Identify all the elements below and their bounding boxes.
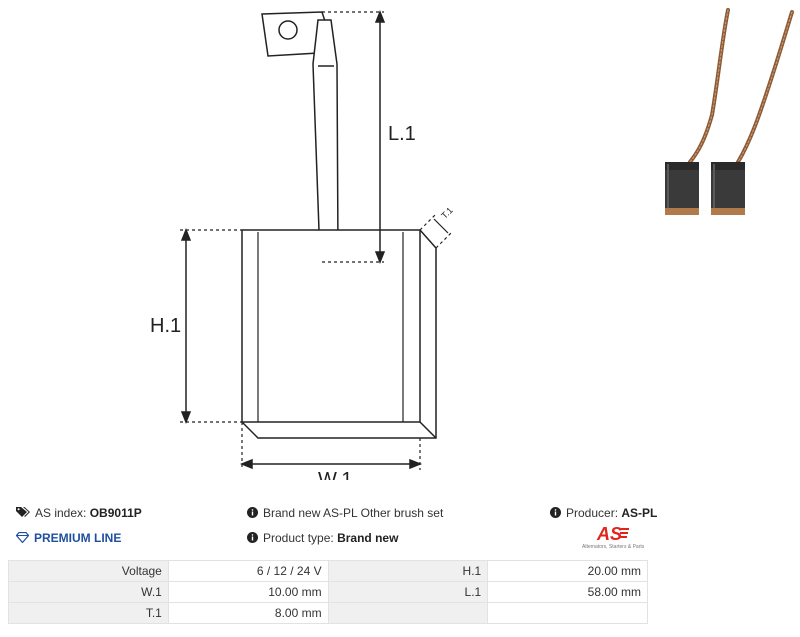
brush-right bbox=[711, 162, 745, 215]
specifications-table: Voltage 6 / 12 / 24 V H.1 20.00 mm W.1 1… bbox=[8, 560, 648, 624]
spec-value: 8.00 mm bbox=[167, 602, 329, 624]
spec-label: Voltage bbox=[8, 560, 169, 582]
table-row: Voltage 6 / 12 / 24 V H.1 20.00 mm bbox=[8, 560, 648, 582]
logo-tagline: Alternators, Starters & Parts bbox=[582, 544, 645, 550]
spec-label: T.1 bbox=[8, 602, 169, 624]
svg-text:AS: AS bbox=[596, 524, 622, 544]
spec-value bbox=[487, 602, 648, 624]
spec-label: H.1 bbox=[327, 560, 489, 582]
dimension-label-h1: H.1 bbox=[150, 315, 181, 337]
brush-left bbox=[665, 162, 699, 215]
table-row: W.1 10.00 mm L.1 58.00 mm bbox=[8, 581, 648, 603]
diamond-icon bbox=[15, 531, 30, 546]
lead-wire bbox=[312, 19, 339, 261]
dimension-label-l1: L.1 bbox=[388, 123, 416, 145]
product-type-label: Product type: bbox=[263, 531, 334, 545]
premium-line-label: PREMIUM LINE bbox=[34, 531, 122, 545]
product-type-value: Brand new bbox=[337, 531, 399, 545]
product-photo bbox=[665, 8, 794, 215]
spec-label: W.1 bbox=[8, 581, 169, 603]
producer-value: AS-PL bbox=[621, 506, 658, 520]
dimension-label-w1: W.1 bbox=[318, 469, 352, 480]
dimension-label-t1: T.1 bbox=[439, 205, 455, 221]
as-pl-logo: AS bbox=[596, 524, 629, 544]
producer: Producer: AS-PL bbox=[550, 506, 657, 521]
spec-value: 10.00 mm bbox=[167, 581, 329, 603]
premium-line-badge: PREMIUM LINE bbox=[15, 531, 122, 546]
description-text: Brand new AS-PL Other brush set bbox=[263, 506, 444, 520]
info-icon bbox=[550, 506, 561, 521]
tags-icon bbox=[16, 506, 30, 521]
product-description: Brand new AS-PL Other brush set bbox=[247, 506, 443, 521]
info-icon bbox=[247, 531, 258, 546]
spec-value: 6 / 12 / 24 V bbox=[167, 560, 329, 582]
spec-label: L.1 bbox=[327, 581, 489, 603]
info-icon bbox=[247, 506, 258, 521]
spec-value: 58.00 mm bbox=[487, 581, 648, 603]
as-index-value: OB9011P bbox=[89, 506, 142, 520]
as-index-label: AS index: bbox=[35, 506, 87, 520]
product-type: Product type: Brand new bbox=[247, 531, 398, 546]
producer-label: Producer: bbox=[566, 506, 619, 520]
spec-label bbox=[327, 602, 489, 624]
as-index: AS index: OB9011P bbox=[16, 506, 142, 521]
brush-dimension-drawing: L.1 H.1 W.1 T.1 bbox=[150, 9, 455, 480]
spec-value: 20.00 mm bbox=[487, 560, 648, 582]
carbon-brush-body bbox=[241, 229, 437, 439]
table-row: T.1 8.00 mm bbox=[8, 602, 648, 624]
